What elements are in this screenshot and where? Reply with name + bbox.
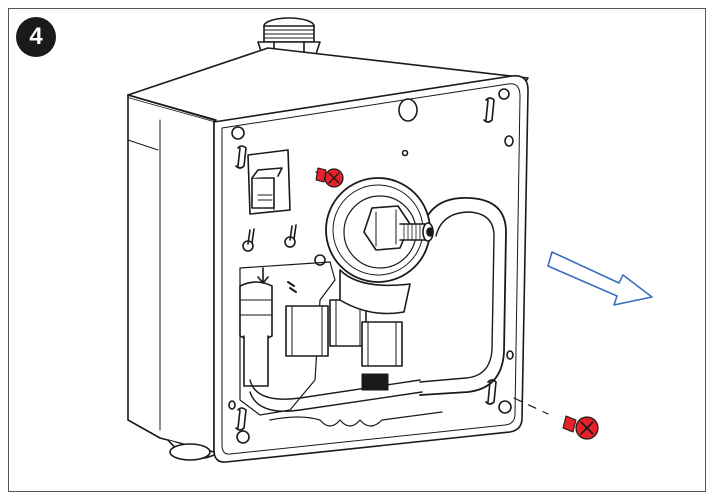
screw-icon [513, 397, 599, 440]
step-number-badge: 4 [16, 17, 56, 57]
box-body [127, 47, 529, 461]
hex-nut-icon [363, 205, 411, 251]
down-arrow-icon [257, 267, 269, 284]
step-number: 4 [29, 23, 43, 50]
connector-block [247, 149, 291, 215]
lower-cavity [239, 261, 443, 427]
screw-icon [315, 167, 344, 188]
arrow-right-icon [547, 251, 653, 306]
hose-loop [419, 197, 507, 396]
pressure-valve [325, 177, 434, 315]
